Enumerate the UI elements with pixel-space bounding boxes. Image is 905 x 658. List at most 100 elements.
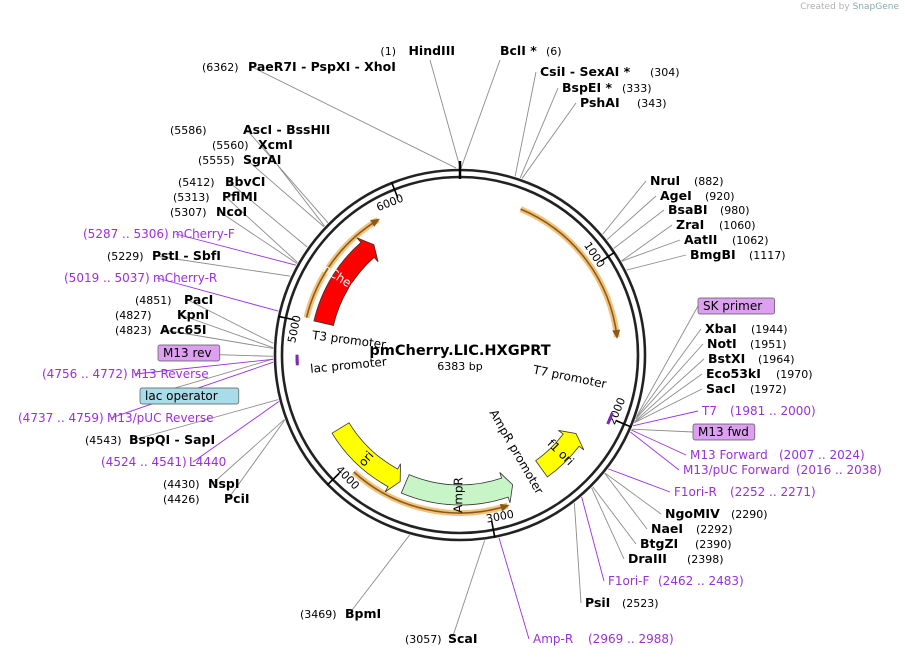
site-leader xyxy=(621,239,681,262)
enzyme-site-label: SgrAI xyxy=(243,152,281,167)
tick-label: 3000 xyxy=(485,508,515,526)
site-position: (4851) xyxy=(135,294,172,307)
site-leader xyxy=(498,537,530,640)
enzyme-site-label: BtgZI xyxy=(640,536,678,551)
site-position: (1981 .. 2000) xyxy=(730,404,816,418)
site-position: (5287 .. 5306) xyxy=(83,227,169,241)
enzyme-site-label: BspEI * xyxy=(562,80,612,95)
site-leader xyxy=(514,71,537,177)
primer-label: M13 Forward xyxy=(690,448,768,462)
primer-label: T7 xyxy=(701,404,717,418)
site-position: (4543) xyxy=(85,434,122,447)
site-leader xyxy=(163,329,274,349)
site-leader xyxy=(251,66,457,169)
enzyme-site-label: NotI xyxy=(707,336,737,351)
enzyme-site-label: PciI xyxy=(224,491,250,506)
site-labels: HindIII(1)BclI *(6)CsiI - SexAI *(304)Bs… xyxy=(18,43,882,646)
site-leader xyxy=(602,180,647,235)
site-leader xyxy=(630,431,680,471)
feature-arrow xyxy=(313,237,379,326)
site-position: (1944) xyxy=(751,323,788,336)
enzyme-site-label: BpmI xyxy=(345,606,381,621)
site-leader xyxy=(451,540,486,640)
primer-box-label: M13 fwd xyxy=(698,425,749,439)
enzyme-site-label: CsiI - SexAI * xyxy=(540,64,631,79)
site-position: (4756 .. 4772) xyxy=(42,367,128,381)
site-position: (5560) xyxy=(212,139,249,152)
site-position: (2292) xyxy=(696,523,733,536)
site-position: (5307) xyxy=(170,206,207,219)
tick-label: 4000 xyxy=(333,463,362,492)
primer-box-label: M13 rev xyxy=(163,346,212,360)
site-position: (3057) xyxy=(405,633,442,646)
site-position: (5019 .. 5037) xyxy=(64,271,150,285)
site-position: (6) xyxy=(546,45,562,58)
site-leader xyxy=(604,472,662,515)
site-leader xyxy=(621,224,673,262)
enzyme-site-label: SacI xyxy=(706,381,736,396)
site-position: (333) xyxy=(622,82,652,95)
enzyme-site-label: BbvCI xyxy=(225,174,265,189)
primer-box-label: SK primer xyxy=(703,299,762,313)
primer-label: L4440 xyxy=(189,455,226,469)
site-position: (4827) xyxy=(115,309,152,322)
tick-mark xyxy=(326,472,340,486)
feature-arrow xyxy=(535,430,585,478)
enzyme-site-label: BmgBI xyxy=(690,247,736,262)
credit-prefix: Created by xyxy=(800,2,850,12)
site-position: (1972) xyxy=(750,383,787,396)
site-position: (1970) xyxy=(776,368,813,381)
site-position: (2398) xyxy=(687,553,724,566)
enzyme-site-label: NgoMIV xyxy=(665,506,720,521)
site-leader xyxy=(573,502,582,604)
site-leader xyxy=(175,233,297,266)
enzyme-site-label: NruI xyxy=(650,173,680,188)
site-position: (1964) xyxy=(758,353,795,366)
tick-mark xyxy=(615,419,632,428)
primer-bar xyxy=(606,416,613,425)
site-leader xyxy=(180,314,274,349)
orf-line xyxy=(353,471,508,514)
enzyme-site-label: PaeR7I - PspXI - XhoI xyxy=(248,59,396,74)
site-leader xyxy=(132,399,279,441)
site-leader xyxy=(626,254,687,271)
feature-arrow xyxy=(400,472,514,506)
site-leader xyxy=(227,419,286,500)
site-leader xyxy=(228,181,308,248)
plasmid-length: 6383 bp xyxy=(437,360,482,373)
site-position: (1117) xyxy=(749,249,786,262)
site-position: (4823) xyxy=(115,324,152,337)
site-position: (304) xyxy=(650,66,680,79)
site-position: (1951) xyxy=(750,338,787,351)
feature-arrow xyxy=(331,422,401,493)
site-position: (4426) xyxy=(163,493,200,506)
site-leader xyxy=(604,473,648,530)
enzyme-site-label: Acc65I xyxy=(160,322,207,337)
enzyme-site-label: Eco53kI xyxy=(706,366,761,381)
enzyme-site-label: XbaI xyxy=(705,321,737,336)
enzyme-site-label: KpnI xyxy=(177,307,209,322)
enzyme-site-label: AatII xyxy=(684,232,717,247)
primer-label: mCherry-F xyxy=(172,227,235,241)
tick-mark xyxy=(277,315,295,321)
enzyme-site-label: PstI - SbfI xyxy=(152,248,221,263)
site-leader xyxy=(521,102,577,179)
enzyme-site-label: PshAI xyxy=(580,95,620,110)
enzyme-site-label: BstXI xyxy=(708,351,745,366)
primer-box xyxy=(157,344,221,362)
site-leader xyxy=(187,299,274,344)
site-position: (5412) xyxy=(178,176,215,189)
site-leader xyxy=(460,59,501,169)
site-leader xyxy=(348,534,410,615)
enzyme-site-label: BspQI - SapI xyxy=(129,432,215,447)
site-leader xyxy=(634,373,703,423)
enzyme-site-label: HindIII xyxy=(408,43,455,58)
site-leader xyxy=(634,388,703,424)
site-position: (2390) xyxy=(695,538,732,551)
site-leader xyxy=(192,401,280,463)
enzyme-site-label: AgeI xyxy=(660,188,692,203)
orf-arcs xyxy=(303,206,621,516)
primer-box xyxy=(692,423,756,441)
site-leader xyxy=(219,211,298,264)
